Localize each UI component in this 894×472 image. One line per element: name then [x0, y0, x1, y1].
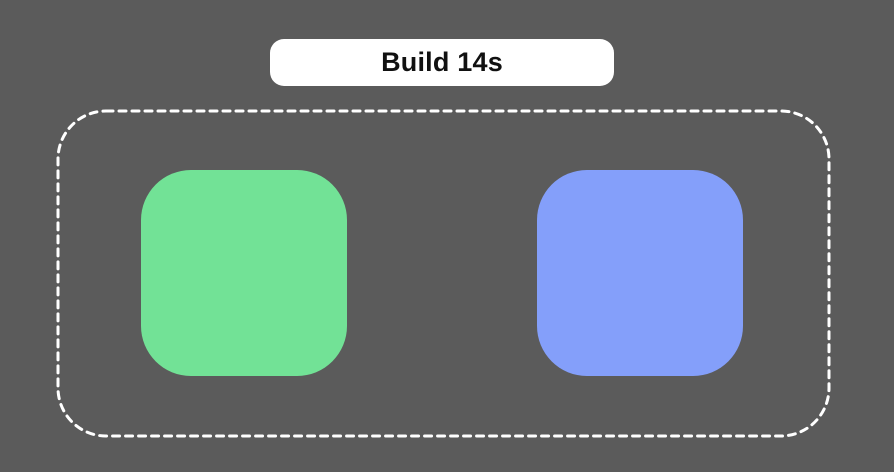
build-status-pill: Build 14s	[270, 39, 614, 86]
blue-tile	[537, 170, 743, 376]
group-boundary	[56, 109, 831, 438]
green-tile	[141, 170, 347, 376]
build-status-label: Build 14s	[381, 47, 503, 77]
